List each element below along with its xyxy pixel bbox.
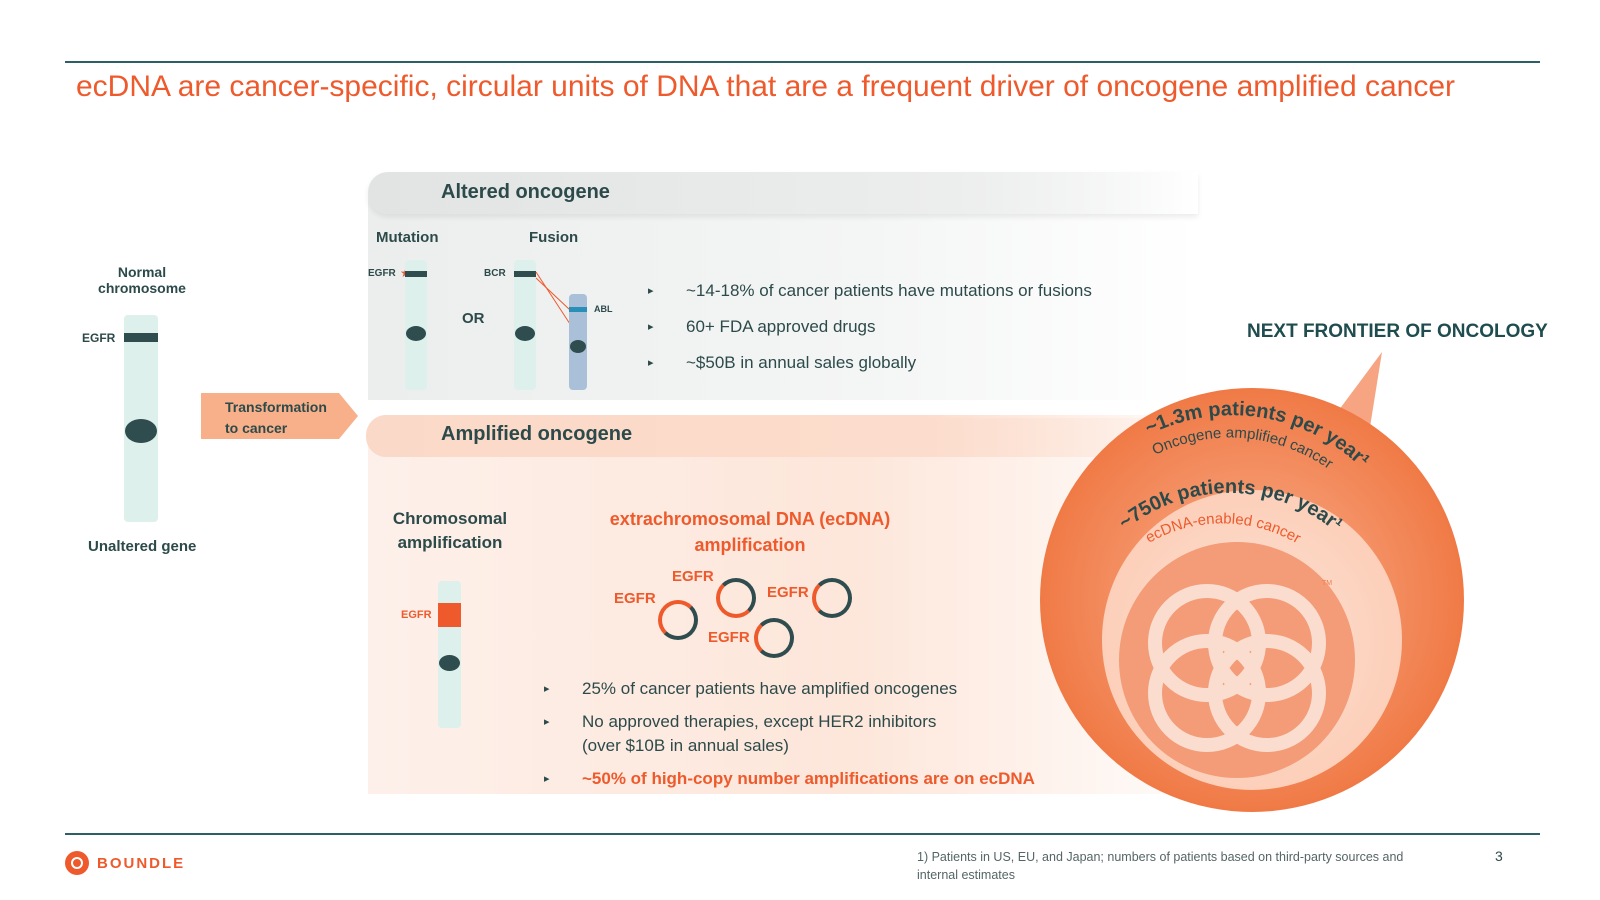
frontier-text: ~1.3m patients per year¹ Oncogene amplif… bbox=[1115, 398, 1374, 587]
fusion-abl-band bbox=[569, 307, 587, 312]
mutation-label: Mutation bbox=[376, 229, 439, 246]
bottom-divider bbox=[65, 833, 1540, 835]
fusion-chromosome-bcr bbox=[514, 260, 536, 390]
ecdna-ring-icon bbox=[716, 578, 756, 618]
altered-bullet: ~$50B in annual sales globally bbox=[648, 345, 1092, 381]
amplified-bullets: 25% of cancer patients have amplified on… bbox=[544, 677, 1035, 791]
footer-logo: BOUNDLESS bbox=[65, 851, 185, 875]
altered-bullet: 60+ FDA approved drugs bbox=[648, 309, 1092, 345]
ecdna-ring-icon bbox=[754, 618, 794, 658]
ecdna-gene-label: EGFR bbox=[767, 584, 809, 601]
fusion-abl-centromere bbox=[570, 340, 586, 353]
unaltered-gene-caption: Unaltered gene bbox=[88, 538, 197, 555]
transformation-label: Transformation to cancer bbox=[225, 399, 327, 436]
mutation-gene-label: EGFR bbox=[368, 268, 396, 279]
logo-text: BOUNDLESS bbox=[97, 854, 185, 872]
ecdna-gene-label: EGFR bbox=[708, 629, 750, 646]
top-divider bbox=[65, 61, 1540, 63]
altered-oncogene-header-bar bbox=[368, 172, 1198, 214]
altered-bullet: ~14-18% of cancer patients have mutation… bbox=[648, 273, 1092, 309]
chromosomal-amplification-label: Chromosomal amplification bbox=[392, 509, 508, 552]
fusion-gene-abl-label: ABL bbox=[594, 304, 613, 314]
chromosomal-gene-label: EGFR bbox=[401, 609, 432, 621]
altered-bullets: ~14-18% of cancer patients have mutation… bbox=[648, 273, 1092, 381]
fusion-gene-bcr-label: BCR bbox=[484, 268, 506, 279]
amplified-oncogene-header-bar bbox=[366, 415, 1216, 457]
amplified-bullet: No approved therapies, except HER2 inhib… bbox=[544, 710, 1035, 758]
amplified-bullet: 25% of cancer patients have amplified on… bbox=[544, 677, 1035, 701]
frontier-pointer bbox=[1330, 352, 1382, 427]
ecdna-gene-label: EGFR bbox=[672, 568, 714, 585]
inner-sub: ecDNA-enabled cancer bbox=[1143, 510, 1304, 547]
mutation-chromosome bbox=[405, 260, 427, 390]
mutation-band bbox=[405, 271, 427, 277]
page-number: 3 bbox=[1495, 848, 1503, 864]
next-frontier-heading: NEXT FRONTIER OF ONCOLOGY bbox=[1247, 321, 1548, 342]
normal-gene-label: EGFR bbox=[82, 331, 116, 345]
amplified-oncogene-header: Amplified oncogene bbox=[441, 423, 633, 445]
tm-mark: TM bbox=[1322, 580, 1332, 587]
normal-chromosome-label: Normal chromosome bbox=[98, 264, 186, 296]
transformation-arrow bbox=[201, 393, 358, 439]
or-label: OR bbox=[462, 310, 485, 327]
fusion-bcr-centromere bbox=[515, 326, 535, 341]
mutation-centromere bbox=[406, 326, 426, 341]
ecdna-amplification-label: extrachromosomal DNA (ecDNA) amplificati… bbox=[609, 509, 891, 555]
slide-title: ecDNA are cancer-specific, circular unit… bbox=[76, 70, 1456, 103]
logo-icon bbox=[65, 851, 89, 875]
amplified-bullet-highlight: ~50% of high-copy number amplifications … bbox=[544, 767, 1035, 791]
footnote: 1) Patients in US, EU, and Japan; number… bbox=[917, 850, 1404, 882]
fusion-lines bbox=[535, 271, 571, 325]
amplified-egfr-band bbox=[438, 603, 461, 627]
ecdna-gene-label: EGFR bbox=[614, 590, 656, 607]
fusion-label: Fusion bbox=[529, 229, 579, 246]
ecdna-ring-icon bbox=[812, 578, 852, 618]
normal-egfr-band bbox=[124, 333, 158, 342]
fusion-bcr-band bbox=[514, 271, 536, 277]
altered-oncogene-header: Altered oncogene bbox=[441, 181, 610, 203]
normal-centromere bbox=[125, 419, 157, 443]
normal-chromosome bbox=[124, 315, 158, 522]
ecdna-ring-icon bbox=[658, 600, 698, 640]
amplified-centromere bbox=[439, 655, 460, 671]
frontier-circles bbox=[1040, 388, 1464, 812]
